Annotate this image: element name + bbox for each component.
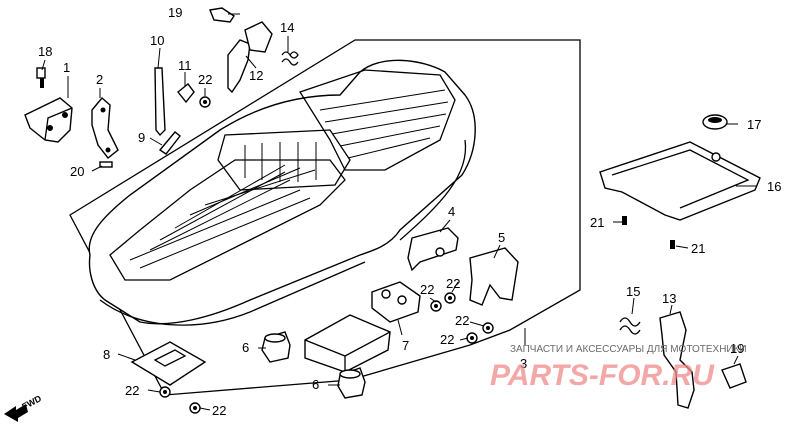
part-9-link	[158, 131, 181, 155]
part-6-cushion-lower	[337, 367, 366, 399]
part-7-pad	[304, 314, 391, 373]
part-22-nut-lower-2	[189, 402, 201, 414]
part-2-plate	[91, 97, 119, 159]
callout-21-lower: 21	[691, 241, 705, 256]
callout-16: 16	[767, 179, 781, 194]
seat	[88, 59, 476, 326]
part-22-nut-mid-4	[466, 332, 478, 344]
callout-22-mid-2: 22	[420, 282, 434, 297]
part-11-clip	[177, 83, 195, 104]
part-12-hook	[227, 21, 273, 94]
part-22-nut-lower-1	[159, 386, 171, 398]
part-13-latch	[659, 311, 695, 409]
part-10-rod	[154, 67, 166, 137]
part-22-nut-mid-2	[430, 300, 442, 312]
callout-15: 15	[626, 284, 640, 299]
part-16-tray	[599, 141, 761, 221]
part-6-cushion-upper	[261, 331, 291, 363]
callout-19-lower: 19	[730, 341, 744, 356]
callout-22-mid-4: 22	[440, 332, 454, 347]
part-21-screw-upper	[622, 216, 627, 225]
callout-6-lower: 6	[312, 377, 319, 392]
callout-22-lower-2: 22	[212, 403, 226, 418]
callout-19-upper: 19	[168, 5, 182, 20]
part-22-nut-mid-1	[444, 292, 456, 304]
watermark-brand: PARTS-FOR.RU	[490, 359, 715, 392]
callout-22-mid-3: 22	[455, 313, 469, 328]
callout-12: 12	[249, 68, 263, 83]
callout-1: 1	[63, 60, 70, 75]
callout-14: 14	[280, 20, 294, 35]
callout-20: 20	[70, 164, 84, 179]
callout-22-lower-1: 22	[125, 383, 139, 398]
callout-9: 9	[138, 130, 145, 145]
callout-22-upper: 22	[198, 72, 212, 87]
part-19-screw-lower	[721, 363, 747, 389]
part-18-bolt	[36, 67, 46, 88]
callout-8: 8	[103, 347, 110, 362]
callout-11: 11	[178, 58, 192, 73]
callout-2: 2	[96, 72, 103, 87]
callout-6-upper: 6	[242, 340, 249, 355]
callout-3: 3	[520, 356, 527, 371]
watermark-caption: ЗАПЧАСТИ И АКСЕССУАРЫ ДЛЯ МОТОТЕХНИКИ	[510, 344, 747, 355]
callout-5: 5	[498, 230, 505, 245]
part-1-latch-bracket	[24, 97, 73, 143]
callout-22-mid-1: 22	[446, 276, 460, 291]
fwd-label: FWD	[20, 393, 43, 412]
part-8-plate	[130, 341, 207, 386]
assembly-boundary	[69, 39, 581, 396]
part-15-spring	[619, 317, 641, 335]
part-22-nut-upper	[199, 96, 211, 108]
callout-4: 4	[448, 204, 455, 219]
fwd-arrow-icon: FWD	[4, 393, 43, 422]
part-17-grommet	[702, 114, 728, 130]
part-5-bracket	[469, 247, 519, 306]
part-4-bracket	[407, 227, 459, 272]
callout-21-upper: 21	[590, 215, 604, 230]
part-19-screw-upper	[209, 7, 235, 23]
part-14-spring	[281, 51, 299, 66]
callout-18: 18	[38, 44, 52, 59]
callout-13: 13	[662, 291, 676, 306]
part-20-pin	[99, 161, 113, 168]
callout-10: 10	[150, 33, 164, 48]
part-21-screw-lower	[670, 240, 675, 249]
part-7-damper	[371, 281, 421, 323]
callout-7: 7	[402, 338, 409, 353]
callout-17: 17	[747, 117, 761, 132]
part-22-nut-mid-3	[482, 322, 494, 334]
